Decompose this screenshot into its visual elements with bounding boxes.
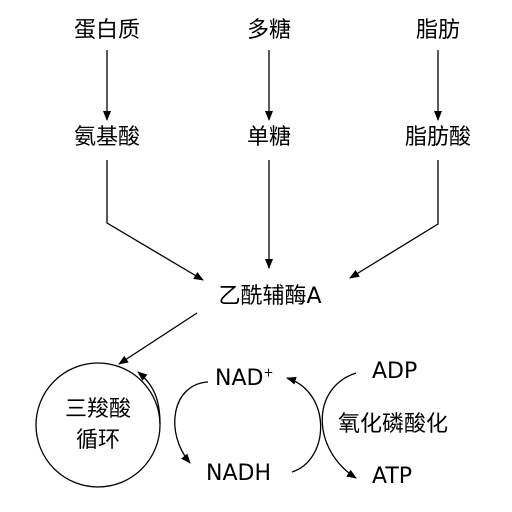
label-nadh: NADH: [206, 461, 271, 486]
arrow-cycle-to-nad: [137, 371, 161, 425]
label-nad-charge: +: [263, 365, 274, 380]
label-monosaccharide: 单糖: [246, 125, 291, 150]
label-tca-line1: 三羧酸: [64, 397, 131, 422]
label-amino-acid: 氨基酸: [73, 125, 140, 150]
label-nad-base: NAD: [215, 366, 264, 391]
label-polysaccharide: 多糖: [246, 18, 291, 43]
arrow-nadh-to-nad: [286, 376, 322, 473]
label-protein: 蛋白质: [73, 18, 140, 43]
label-fat: 脂肪: [415, 18, 460, 43]
tca-cycle-circle: [35, 362, 161, 488]
label-atp: ATP: [372, 464, 413, 489]
label-nad: NAD+: [215, 366, 295, 392]
label-fatty-acid: 脂肪酸: [404, 125, 471, 150]
arrow-acetyl-coa-to-tca: [118, 312, 198, 365]
arrow-adp-to-atp: [321, 372, 357, 479]
arrow-amino-acid-to-acetyl-coa: [106, 160, 204, 281]
label-acetyl-coa: 乙酰辅酶A: [218, 284, 322, 309]
label-oxidative-phosphorylation: 氧化磷酸化: [338, 412, 449, 437]
arrow-fatty-acid-to-acetyl-coa: [349, 160, 439, 279]
label-adp: ADP: [372, 359, 418, 384]
arrow-nad-to-nadh: [174, 381, 209, 464]
label-tca-line2: 循环: [75, 428, 120, 453]
